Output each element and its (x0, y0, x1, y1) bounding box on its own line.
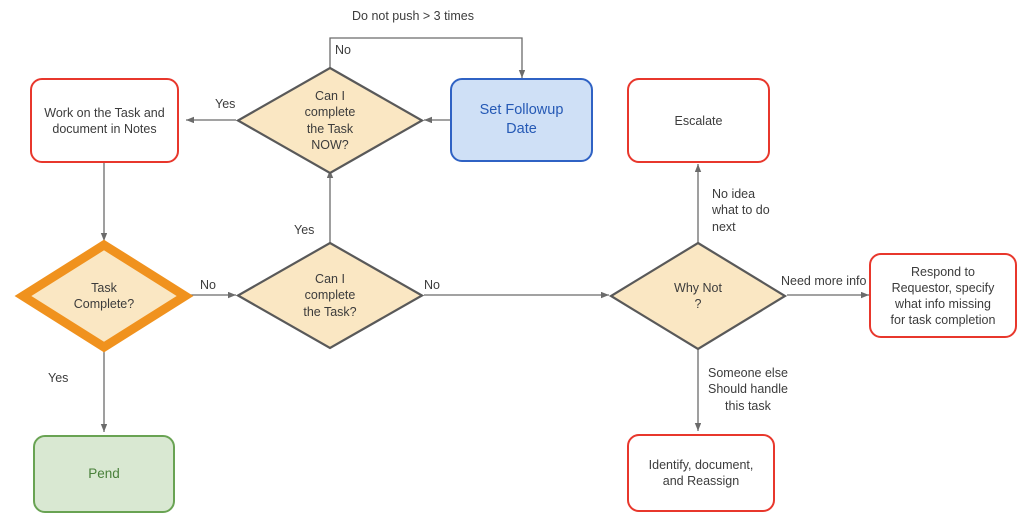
edge-label-no-top: No (335, 43, 351, 57)
edge-label-yes-mid: Yes (294, 223, 315, 237)
task-complete-shape (14, 239, 194, 353)
node-identify-reassign[interactable]: Identify, document, and Reassign (627, 434, 775, 512)
node-respond-to-requestor-label: Respond to Requestor, specify what info … (890, 264, 996, 327)
edge-label-do-not-push: Do not push > 3 times (352, 9, 474, 23)
node-identify-reassign-label: Identify, document, and Reassign (648, 458, 754, 488)
edge-label-someone-else: Someone else Should handle this task (708, 366, 788, 413)
can-complete-shape (235, 241, 425, 350)
node-set-followup-date-label: Set Followup Date (479, 102, 564, 137)
node-task-complete[interactable]: Task Complete? (14, 239, 194, 353)
edge-label-yes-top: Yes (215, 97, 236, 111)
why-not-shape (608, 241, 788, 351)
edge-label-need-more-info: Need more info (781, 274, 867, 288)
edge-now-no-to-followup (329, 37, 526, 78)
node-can-complete-now[interactable]: Can I complete the Task NOW? (235, 66, 425, 175)
node-respond-to-requestor[interactable]: Respond to Requestor, specify what info … (869, 253, 1017, 338)
node-pend[interactable]: Pend (33, 435, 175, 513)
node-set-followup-date[interactable]: Set Followup Date (450, 78, 593, 162)
node-escalate[interactable]: Escalate (627, 78, 770, 163)
edge-label-no-can-complete: No (424, 278, 440, 292)
edge-label-yes-pend: Yes (48, 371, 69, 385)
node-escalate-label: Escalate (674, 113, 723, 128)
node-work-on-task-label: Work on the Task and document in Notes (44, 105, 165, 136)
can-complete-now-shape (235, 66, 425, 175)
node-why-not[interactable]: Why Not ? (608, 241, 788, 351)
node-pend-label: Pend (88, 466, 120, 482)
edge-label-no-idea: No idea what to do next (712, 187, 770, 234)
node-can-complete[interactable]: Can I complete the Task? (235, 241, 425, 350)
edge-label-no-task-complete: No (200, 278, 216, 292)
node-work-on-task[interactable]: Work on the Task and document in Notes (30, 78, 179, 163)
